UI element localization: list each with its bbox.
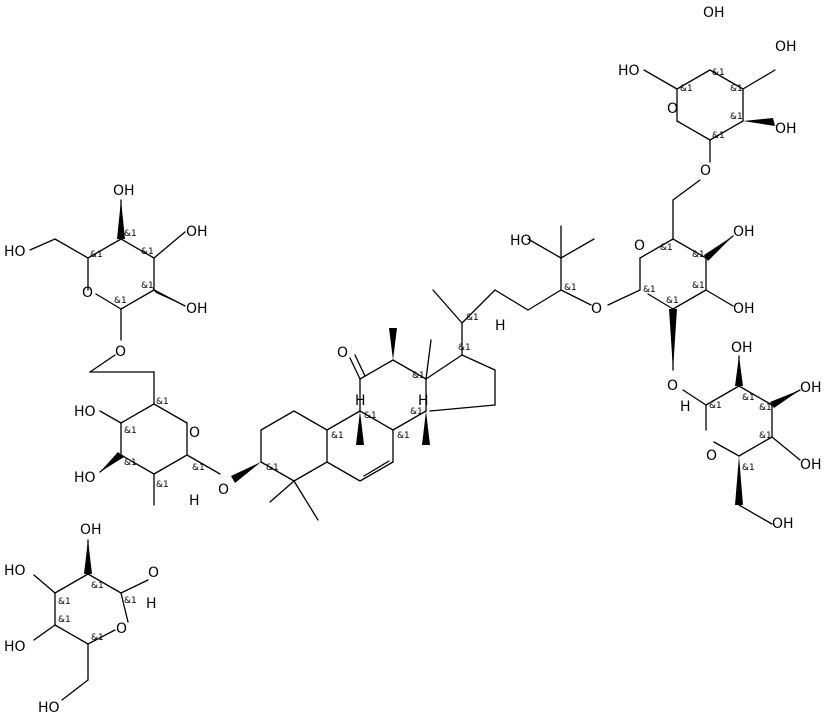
stereo-marker: &1 [58,615,71,625]
hydrogen-label: H [189,493,200,509]
stereo-marker: &1 [124,229,137,239]
stereo-marker: &1 [759,431,772,441]
ring-oxygen-label: O [189,425,200,441]
stereo-marker: &1 [91,633,104,643]
hydroxyl-label: HO [510,233,532,249]
stereo-marker: &1 [466,313,479,323]
hydroxyl-label: OH [800,380,822,396]
stereo-marker: &1 [156,480,169,490]
stereo-marker: &1 [90,250,103,260]
stereo-marker: &1 [58,597,71,607]
stereo-marker: &1 [692,281,705,291]
hydroxyl-label: OH [703,5,725,21]
hydroxyl-label: HO [618,63,640,79]
hydroxyl-label: OH [772,516,794,532]
stereo-marker: &1 [730,112,743,122]
stereo-marker: &1 [91,581,104,591]
stereo-marker: &1 [564,283,577,293]
hydroxyl-label: HO [38,700,60,716]
ring-oxygen-label: O [706,448,717,464]
hydroxyl-label: HO [4,639,26,655]
stereo-marker: &1 [742,393,755,403]
stereo-marker: &1 [156,397,169,407]
stereo-marker: &1 [712,68,725,78]
stereo-marker: &1 [680,84,693,94]
hydroxyl-label: OH [731,340,753,356]
stereo-marker: &1 [331,431,344,441]
stereo-markers: &1 &1 &1 &1 &1 &1 &1 &1 &1 &1 &1 &1 &1 &… [58,68,772,643]
hydroxyl-label: HO [74,404,96,420]
hydrogen-label: H [495,318,506,334]
stereo-marker: &1 [124,596,137,606]
stereo-marker: &1 [114,296,127,306]
stereo-marker: &1 [666,296,679,306]
stereo-marker: &1 [412,371,425,381]
hydroxyl-label: OH [186,301,208,317]
stereo-marker: &1 [192,463,205,473]
ring-oxygen-label: O [82,285,93,301]
hydrogen-label: H [146,596,157,612]
glycosidic-oxygen-label: O [148,565,159,581]
ring-oxygen-label: O [116,621,127,637]
stereo-marker: &1 [692,250,705,260]
glycosidic-oxygen-label: O [700,163,711,179]
hydrogen-label: H [355,393,366,409]
glycosidic-oxygen-label: O [115,344,126,360]
hydroxyl-label: OH [800,457,822,473]
hydroxyl-label: OH [113,183,135,199]
stereo-marker: &1 [124,458,137,468]
ring-oxygen-label: O [634,238,645,254]
stereo-marker: &1 [712,131,725,141]
stereo-marker: &1 [141,247,154,257]
stereo-marker: &1 [458,343,471,353]
hydrogen-label: H [418,393,429,409]
stereo-marker: &1 [266,463,279,473]
stereo-marker: &1 [364,411,377,421]
hydroxyl-label: OH [733,301,755,317]
stereo-marker: &1 [141,281,154,291]
stereo-marker: &1 [709,401,722,411]
stereo-marker: &1 [660,243,673,253]
hydrogen-label: H [680,399,691,415]
ketone-oxygen-label: O [337,345,348,361]
hydroxyl-label: HO [4,563,26,579]
hydroxyl-label: HO [74,470,96,486]
hydroxyl-label: OH [775,121,797,137]
hydroxyl-label: OH [186,224,208,240]
stereo-marker: &1 [759,403,772,413]
hydroxyl-label: OH [775,39,797,55]
hydroxyl-label: OH [80,522,102,538]
stereo-marker: &1 [730,84,743,94]
stereo-marker: &1 [643,285,656,295]
stereo-marker: &1 [124,426,137,436]
stereo-marker: &1 [410,407,423,417]
stereo-marker: &1 [397,431,410,441]
stereo-marker: &1 [742,463,755,473]
ring-oxygen-label: O [667,101,678,117]
hydroxyl-label: OH [733,224,755,240]
wedge-bonds [84,118,800,574]
atom-labels: OH OH OH HO O O HO HO O H O O OH HO HO H… [4,5,822,716]
hydroxyl-label: HO [4,244,26,260]
glycosidic-oxygen-label: O [218,482,229,498]
ether-oxygen-label: O [591,301,602,317]
glycosidic-oxygen-label: O [667,378,678,394]
